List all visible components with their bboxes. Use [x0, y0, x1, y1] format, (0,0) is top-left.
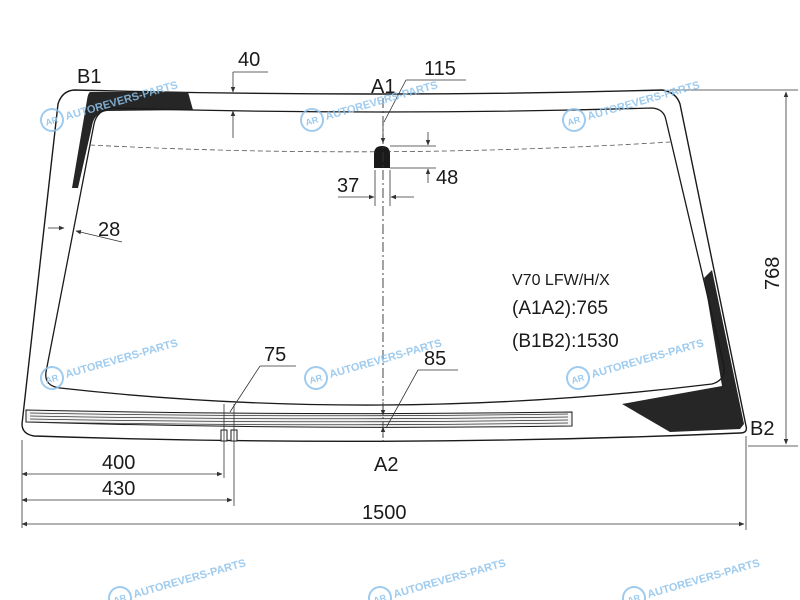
dim-430: 430: [102, 478, 135, 500]
dim-400: 400: [102, 452, 135, 474]
watermark-logo: AR: [304, 114, 320, 127]
dim-768-lines: [670, 89, 798, 447]
watermark: AR AUTOREVERS-PARTS: [622, 557, 761, 600]
spec-a1a2: (A1A2):765: [512, 298, 608, 319]
heated-wiper-zone: [25, 409, 573, 428]
watermark-text: AUTOREVERS-PARTS: [132, 557, 247, 600]
watermark-logo-icon: [304, 366, 328, 390]
watermark-logo: AR: [566, 114, 582, 127]
watermark-logo-icon: [108, 586, 132, 600]
watermark-logo-icon: [40, 108, 64, 132]
label-a1: A1: [371, 76, 395, 98]
dark-band-right: [622, 270, 744, 432]
watermark-logo-icon: [300, 108, 324, 132]
dark-band-top-left: [72, 92, 193, 188]
dim-37-lines: [338, 170, 414, 206]
dim-28-lines: [48, 225, 123, 243]
dim-768: 768: [762, 257, 784, 290]
dim-48: 48: [436, 167, 458, 189]
watermark-logo: AR: [44, 114, 60, 127]
dim-40: 40: [238, 49, 260, 71]
watermark-text: AUTOREVERS-PARTS: [646, 557, 761, 600]
watermark-logo: AR: [308, 372, 324, 385]
dim-115: 115: [424, 58, 456, 80]
watermark-logo: AR: [112, 592, 128, 600]
glass-inner-outline: [45, 107, 725, 406]
watermark-text: AUTOREVERS-PARTS: [392, 557, 507, 600]
spec-b1b2: (B1B2):1530: [512, 331, 619, 352]
watermark-logo-icon: [40, 366, 64, 390]
watermark-logo: AR: [372, 592, 388, 600]
dim-37: 37: [337, 175, 359, 197]
dim-28: 28: [98, 219, 120, 241]
model-code: V70 LFW/H/X: [512, 272, 610, 289]
dim-115-lines: [380, 79, 466, 144]
watermark-logo-icon: [622, 586, 646, 600]
dim-48-lines: [390, 132, 436, 183]
watermark-logo: AR: [626, 592, 642, 600]
dim-bottom-lines: [21, 404, 747, 530]
label-b1: B1: [77, 66, 101, 88]
watermark-logo-icon: [368, 586, 392, 600]
watermark-logo-icon: [562, 108, 586, 132]
watermark-logo-icon: [566, 366, 590, 390]
dim-85-lines: [380, 369, 458, 438]
watermark-logo: AR: [570, 372, 586, 385]
dim-85: 85: [424, 348, 446, 370]
label-a2: A2: [374, 454, 398, 476]
label-b2: B2: [750, 418, 774, 440]
watermark: AR AUTOREVERS-PARTS: [368, 557, 507, 600]
watermark-logo: AR: [44, 372, 60, 385]
dim-40-lines: [230, 71, 268, 138]
watermark: AR AUTOREVERS-PARTS: [108, 557, 247, 600]
sensor-bracket: [374, 146, 390, 168]
dim-75: 75: [264, 344, 286, 366]
dim-75-lines: [229, 365, 296, 413]
dim-1500: 1500: [362, 502, 407, 524]
glass-outer-outline: [21, 89, 748, 443]
